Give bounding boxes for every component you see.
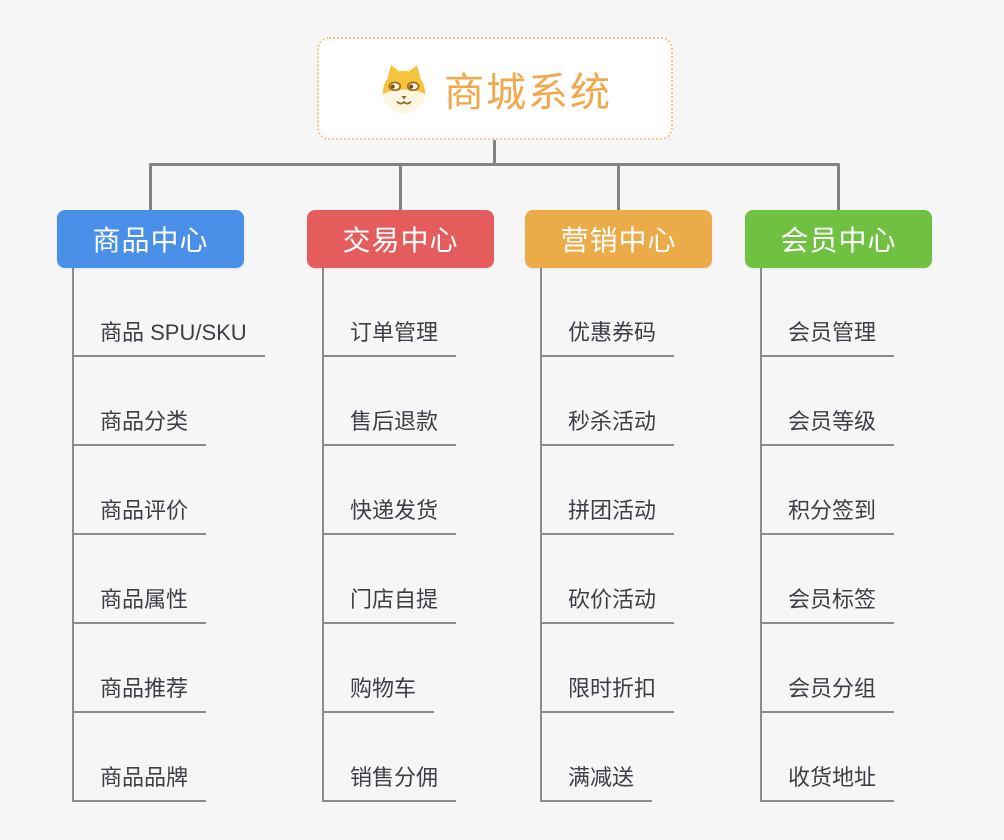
leaf-row: 秒杀活动 [540, 357, 675, 446]
leaf-node[interactable]: 商品品牌 [72, 760, 207, 802]
children-column-trade-center: 订单管理 售后退款 快递发货 门店自提 购物车 销售分佣 [322, 268, 457, 802]
leaf-row: 销售分佣 [322, 713, 457, 802]
leaf-node[interactable]: 商品 SPU/SKU [72, 315, 265, 357]
leaf-row: 商品品牌 [72, 713, 265, 802]
branch-rail-line [149, 163, 840, 166]
leaf-row: 限时折扣 [540, 624, 675, 713]
leaf-row: 购物车 [322, 624, 456, 713]
leaf-node[interactable]: 售后退款 [322, 404, 457, 446]
leaf-row: 门店自提 [322, 535, 457, 624]
leaf-node[interactable]: 快递发货 [322, 493, 457, 535]
branch-node-label: 交易中心 [342, 225, 459, 256]
dog-face-icon [382, 64, 426, 114]
leaf-node[interactable]: 商品分类 [72, 404, 207, 446]
leaf-row: 商品 SPU/SKU [72, 268, 265, 357]
leaf-node[interactable]: 限时折扣 [540, 671, 675, 713]
branch-drop-line [837, 164, 840, 210]
branch-node-label: 会员中心 [780, 225, 897, 256]
leaf-row: 商品分类 [72, 357, 265, 446]
leaf-node[interactable]: 积分签到 [760, 493, 895, 535]
trunk-line [72, 268, 74, 801]
branch-drop-line [149, 164, 152, 210]
trunk-line [540, 268, 542, 801]
root-node-mall-system[interactable]: 商城系统 [317, 37, 673, 140]
leaf-node[interactable]: 商品属性 [72, 582, 207, 624]
children-column-marketing-center: 优惠券码 秒杀活动 拼团活动 砍价活动 限时折扣 满减送 [540, 268, 675, 802]
leaf-node[interactable]: 优惠券码 [540, 315, 675, 357]
branch-drop-line [399, 164, 402, 210]
leaf-node[interactable]: 拼团活动 [540, 493, 675, 535]
branch-node-label: 营销中心 [560, 225, 677, 256]
leaf-node[interactable]: 会员管理 [760, 315, 895, 357]
leaf-node[interactable]: 会员等级 [760, 404, 895, 446]
children-column-product-center: 商品 SPU/SKU 商品分类 商品评价 商品属性 商品推荐 商品品牌 [72, 268, 265, 802]
leaf-node[interactable]: 会员分组 [760, 671, 895, 713]
leaf-row: 会员分组 [760, 624, 895, 713]
leaf-row: 会员等级 [760, 357, 895, 446]
leaf-row: 砍价活动 [540, 535, 675, 624]
leaf-row: 售后退款 [322, 357, 457, 446]
leaf-row: 积分签到 [760, 446, 895, 535]
trunk-line [760, 268, 762, 801]
leaf-node[interactable]: 商品推荐 [72, 671, 207, 713]
children-column-member-center: 会员管理 会员等级 积分签到 会员标签 会员分组 收货地址 [760, 268, 895, 802]
root-node-label: 商城系统 [444, 70, 612, 115]
leaf-node[interactable]: 门店自提 [322, 582, 457, 624]
leaf-row: 订单管理 [322, 268, 457, 357]
leaf-node[interactable]: 订单管理 [322, 315, 457, 357]
leaf-node[interactable]: 收货地址 [760, 760, 895, 802]
leaf-node[interactable]: 砍价活动 [540, 582, 675, 624]
leaf-row: 商品评价 [72, 446, 265, 535]
branch-drop-line [617, 164, 620, 210]
leaf-row: 拼团活动 [540, 446, 675, 535]
leaf-node[interactable]: 销售分佣 [322, 760, 457, 802]
leaf-row: 商品属性 [72, 535, 265, 624]
branch-node-label: 商品中心 [92, 225, 209, 256]
leaf-node[interactable]: 商品评价 [72, 493, 207, 535]
leaf-node[interactable]: 满减送 [540, 760, 653, 802]
branch-node-product-center[interactable]: 商品中心 [57, 210, 244, 268]
leaf-row: 收货地址 [760, 713, 895, 802]
leaf-row: 会员标签 [760, 535, 895, 624]
branch-node-marketing-center[interactable]: 营销中心 [525, 210, 712, 268]
leaf-node[interactable]: 秒杀活动 [540, 404, 675, 446]
leaf-row: 会员管理 [760, 268, 895, 357]
leaf-row: 快递发货 [322, 446, 457, 535]
leaf-row: 商品推荐 [72, 624, 265, 713]
trunk-line [322, 268, 324, 801]
branch-node-trade-center[interactable]: 交易中心 [307, 210, 494, 268]
leaf-row: 优惠券码 [540, 268, 675, 357]
leaf-node[interactable]: 购物车 [322, 671, 435, 713]
leaf-row: 满减送 [540, 713, 674, 802]
leaf-node[interactable]: 会员标签 [760, 582, 895, 624]
root-connector-line [493, 139, 496, 165]
branch-node-member-center[interactable]: 会员中心 [745, 210, 932, 268]
